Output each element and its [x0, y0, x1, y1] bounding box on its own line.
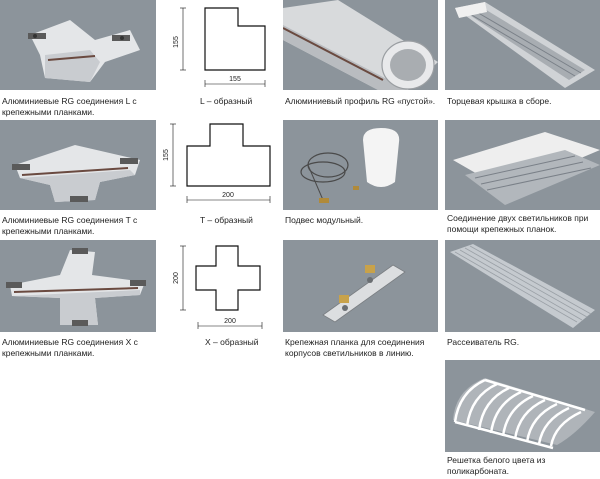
profile-photo — [283, 0, 438, 90]
diffuser-caption: Рассеиватель RG. — [447, 337, 520, 347]
l-width-label: 155 — [229, 76, 241, 83]
x-height-label: 200 — [173, 272, 180, 284]
joint-caption: Соединение двух светильников при помощи … — [447, 213, 589, 234]
l-height-label: 155 — [173, 36, 180, 48]
profile-caption: Алюминиевый профиль RG «пустой». — [285, 96, 436, 106]
x-shape-diagram: 200 200 — [168, 238, 273, 333]
x-shape-caption: X – образный — [205, 337, 259, 347]
x-width-label: 200 — [224, 318, 236, 325]
t-shape-caption: T – образный — [200, 215, 253, 225]
t-width-label: 200 — [222, 192, 234, 199]
end-cap-caption: Торцевая крышка в сборе. — [447, 96, 552, 106]
l-shape-caption: L – образный — [200, 96, 253, 106]
joint-photo — [445, 120, 600, 210]
x-connector-caption: Алюминиевые RG соединения X с крепежными… — [2, 337, 138, 358]
suspension-caption: Подвес модульный. — [285, 215, 364, 225]
l-connector-caption: Алюминиевые RG соединения L с крепежными… — [2, 96, 137, 117]
x-connector-photo — [0, 240, 156, 332]
l-shape-diagram: 155 155 — [165, 0, 275, 95]
end-cap-photo — [445, 0, 600, 90]
mount-plate-caption: Крепежная планка для соединения корпусов… — [285, 337, 425, 358]
t-height-label: 155 — [163, 149, 170, 161]
t-connector-photo — [0, 120, 156, 210]
suspension-photo — [283, 120, 438, 210]
t-connector-caption: Алюминиевые RG соединения T с крепежными… — [2, 215, 138, 236]
mount-plate-photo — [283, 240, 438, 332]
t-shape-diagram: 155 200 — [160, 118, 275, 210]
diffuser-photo — [445, 240, 600, 332]
l-connector-photo — [0, 0, 156, 90]
grille-photo — [445, 360, 600, 452]
grille-caption: Решетка белого цвета из поликарбоната. — [447, 455, 546, 476]
